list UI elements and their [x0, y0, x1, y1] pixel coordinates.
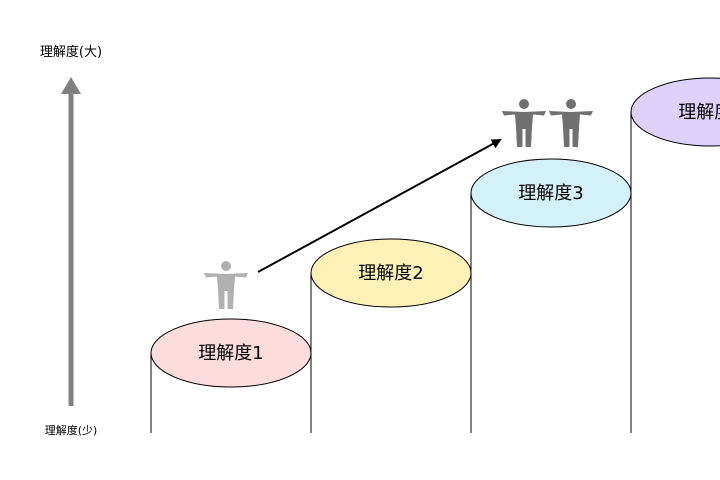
person-icon — [204, 261, 248, 309]
step-1: 理解度1 — [150, 318, 312, 433]
person-head — [221, 261, 231, 271]
person-body — [502, 111, 546, 147]
two-persons-icon — [502, 99, 593, 147]
axis-label-bottom: 理解度(少) — [45, 423, 98, 437]
step-4: 理解度4 — [630, 77, 720, 433]
step-3: 理解度3 — [470, 158, 632, 433]
step-2-label: 理解度2 — [358, 263, 423, 284]
step-2: 理解度2 — [310, 238, 472, 433]
axis-label-top: 理解度(大) — [40, 44, 102, 60]
person-head — [519, 99, 529, 109]
vertical-axis-arrow — [61, 77, 81, 406]
progress-arrow — [257, 139, 502, 273]
axis-arrowhead — [61, 77, 81, 94]
step-3-label: 理解度3 — [518, 183, 583, 204]
step-1-label: 理解度1 — [198, 343, 263, 364]
step-4-label: 理解度4 — [678, 102, 720, 123]
person-body — [204, 273, 248, 309]
person-body — [549, 111, 593, 147]
person-icon-left — [502, 99, 546, 147]
step-4-top — [630, 77, 720, 147]
person-head — [566, 99, 576, 109]
person-icon-right — [549, 99, 593, 147]
